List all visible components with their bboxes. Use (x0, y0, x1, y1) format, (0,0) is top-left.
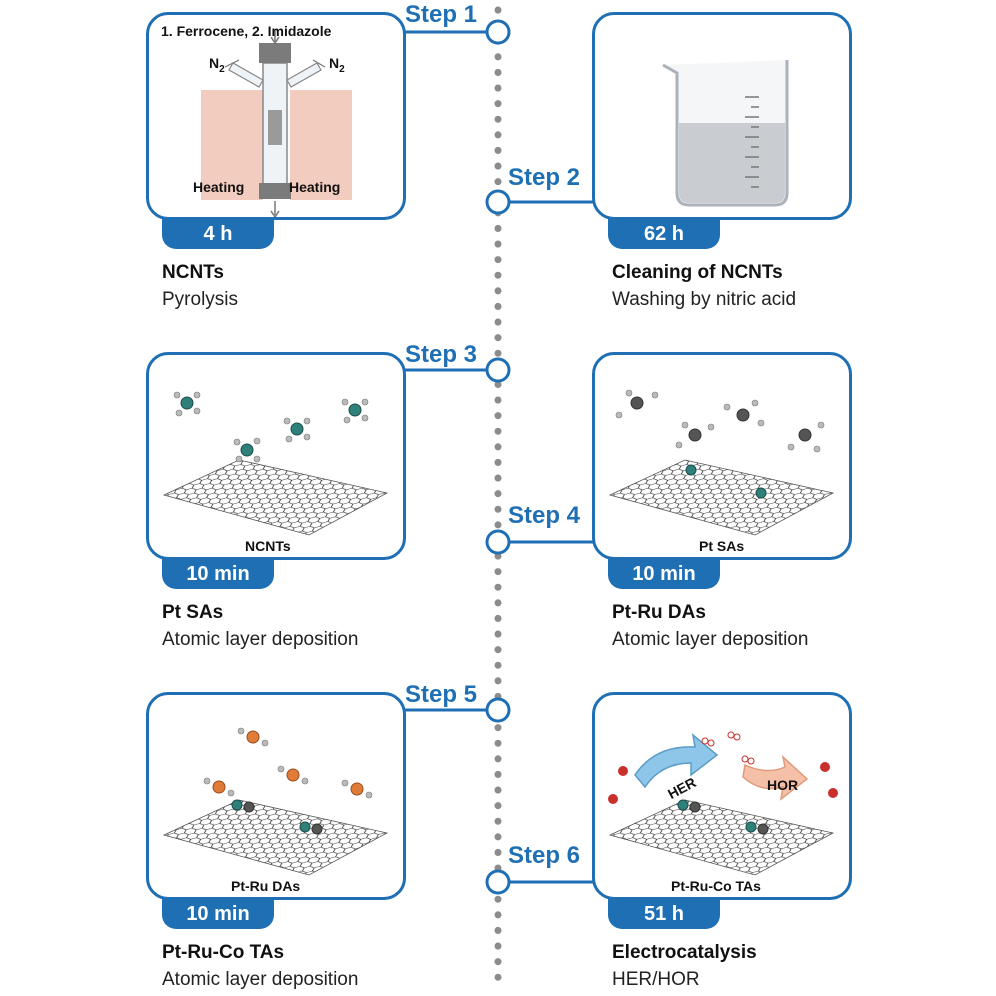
hor-label: HOR (767, 777, 799, 793)
timeline-node-1 (485, 19, 511, 45)
heating-left-label: Heating (193, 179, 245, 195)
step-2-panel (592, 12, 852, 220)
step-4-duration: 10 min (608, 559, 720, 589)
timeline-node-5 (485, 697, 511, 723)
step-3-subtitle: Atomic layer deposition (162, 629, 359, 650)
hor-arrow (742, 754, 809, 801)
step-5-label: Step 5 (405, 681, 478, 708)
step-2-label: Step 2 (508, 164, 581, 191)
gas-left-label: N2 (209, 55, 225, 75)
step-3-title: Pt SAs (162, 602, 224, 623)
step-3-panel: NCNTs (146, 352, 406, 560)
timeline-node-6 (485, 869, 511, 895)
step-2-duration: 62 h (608, 219, 720, 249)
step-3-label: Step 3 (405, 341, 478, 368)
step-6-subtitle: HER/HOR (612, 969, 700, 990)
step-3-duration: 10 min (162, 559, 274, 589)
step-5-panel-label: Pt-Ru DAs (231, 878, 301, 894)
step-6-title: Electrocatalysis (612, 942, 757, 963)
step-5-subtitle: Atomic layer deposition (162, 969, 359, 990)
step-5-duration: 10 min (162, 899, 274, 929)
step-4-label: Step 4 (508, 502, 581, 529)
pt-sas-sheet-illustration (608, 389, 835, 536)
step-5-panel: Pt-Ru DAs (146, 692, 406, 900)
step-6-panel-label: Pt-Ru-Co TAs (671, 878, 761, 894)
step-3-panel-label: NCNTs (245, 538, 291, 554)
heating-right-label: Heating (289, 179, 341, 195)
step-4-panel-label: Pt SAs (699, 538, 745, 554)
step-4-subtitle: Atomic layer deposition (612, 629, 809, 650)
step-4-title: Pt-Ru DAs (612, 602, 706, 623)
beaker-icon (662, 60, 789, 207)
reactor-illustration (201, 29, 352, 217)
gas-right-label: N2 (329, 55, 345, 75)
her-arrow (634, 733, 719, 789)
step-1-title: NCNTs (162, 262, 224, 283)
ncnt-sheet-illustration (162, 391, 389, 536)
step-2-title: Cleaning of NCNTs (612, 262, 783, 283)
step-1-subtitle: Pyrolysis (162, 289, 239, 310)
timeline-node-2 (485, 189, 511, 215)
step-6-panel: HER HOR Pt-Ru-Co TAs (592, 692, 852, 900)
step-6-label: Step 6 (508, 842, 581, 869)
step-6-duration: 51 h (608, 899, 720, 929)
timeline-node-4 (485, 529, 511, 555)
electrocatalysis-illustration (608, 731, 838, 876)
step-2-subtitle: Washing by nitric acid (612, 289, 797, 310)
precursors-label: 1. Ferrocene, 2. Imidazole (161, 23, 332, 39)
step-4-panel: Pt SAs (592, 352, 852, 560)
step-1-panel: 1. Ferrocene, 2. Imidazole N2 N2 Heating… (146, 12, 406, 220)
step-5-title: Pt-Ru-Co TAs (162, 942, 285, 963)
timeline-node-3 (485, 357, 511, 383)
pt-ru-das-sheet-illustration (162, 727, 389, 876)
step-1-label: Step 1 (405, 1, 478, 28)
step-1-duration: 4 h (162, 219, 274, 249)
